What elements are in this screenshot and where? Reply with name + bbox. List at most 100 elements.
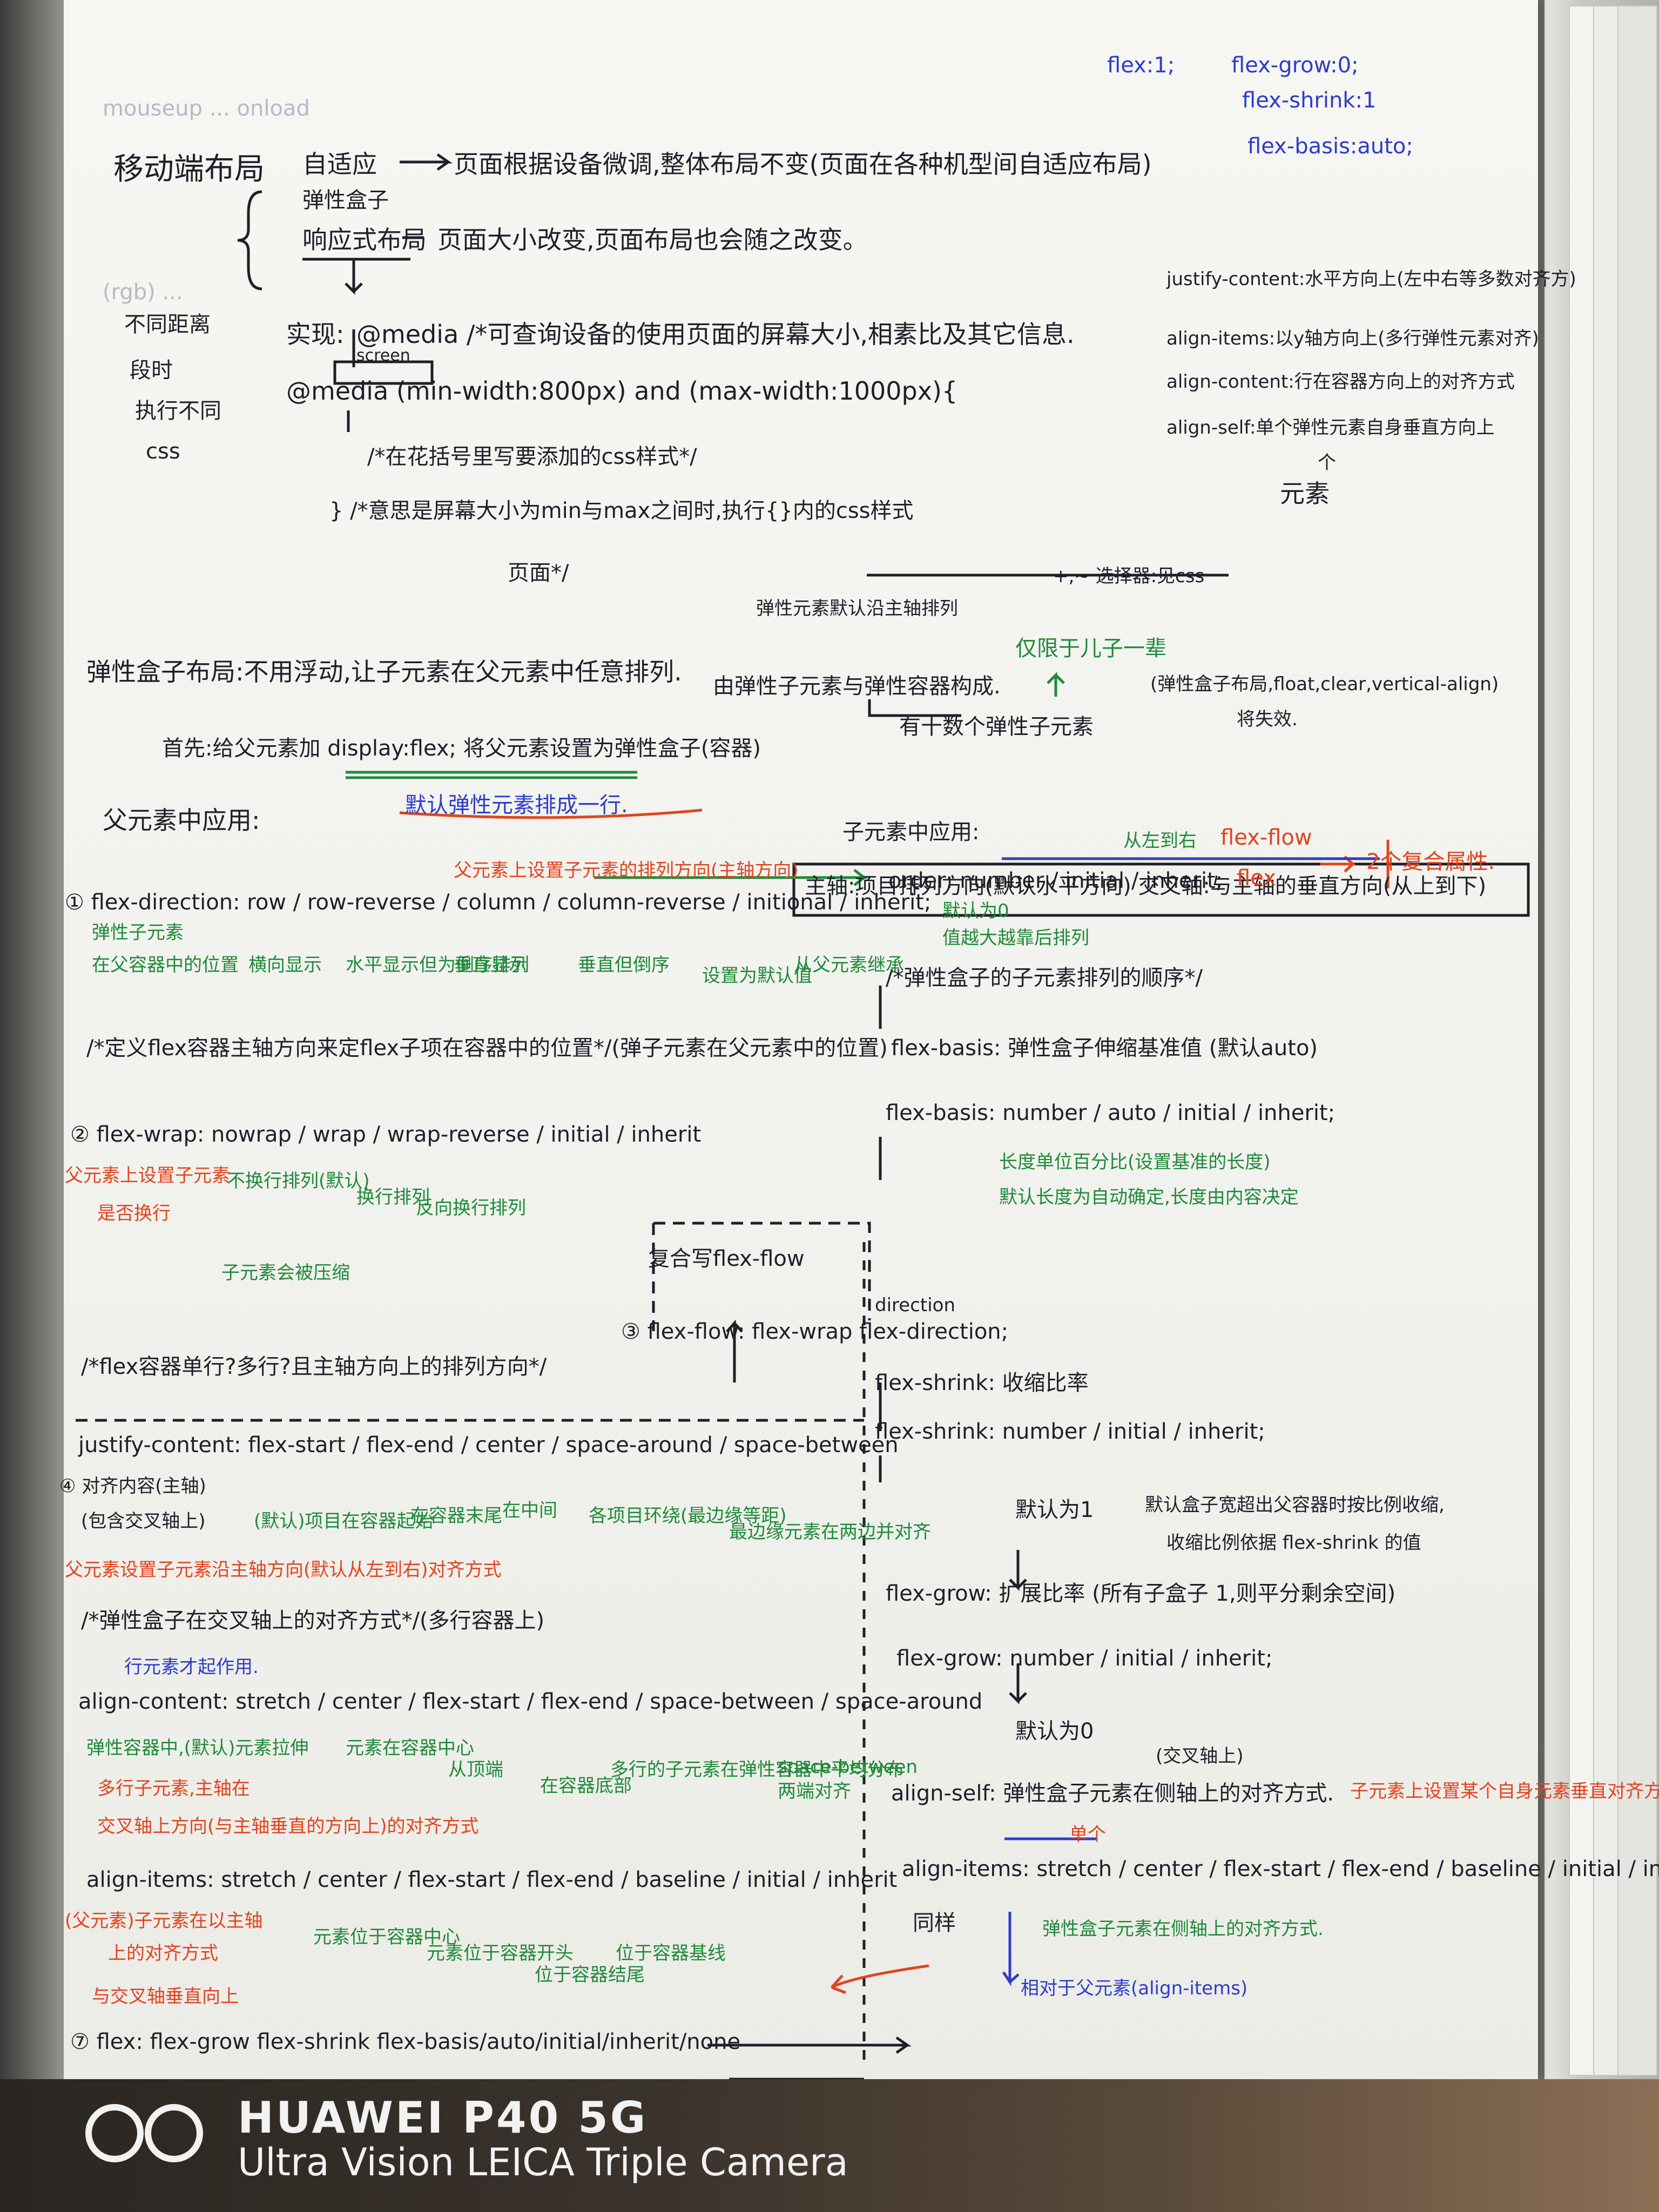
flow-shorthand: 复合写flex-flow: [648, 1246, 805, 1271]
align-content-comment: /*弹性盒子在交叉轴上的对齐方式*/(多行容器上): [81, 1608, 545, 1633]
align-self-rule: align-items: stretch / center / flex-sta…: [902, 1857, 1659, 1881]
grow-default: 默认为0: [1015, 1719, 1094, 1744]
selector-note: +,~ 选择器:见css: [1053, 565, 1205, 587]
item6-green: 元素位于容器开头: [427, 1943, 574, 1964]
item6-red: 与交叉轴垂直向上: [92, 1986, 239, 2007]
item5-green: 弹性容器中,(默认)元素拉伸: [86, 1737, 309, 1759]
justify-content-rule: justify-content: flex-start / flex-end /…: [78, 1433, 899, 1458]
shrink-note: 默认盒子宽超出父容器时按比例收缩,: [1145, 1494, 1445, 1516]
margin-note: 段时: [130, 358, 173, 383]
desk-floor: [0, 2079, 1659, 2212]
item1-green: 垂直但倒序: [578, 954, 670, 976]
media-query: @media (min-width:800px) and (max-width:…: [286, 376, 958, 406]
item6-green: 位于容器基线: [616, 1943, 726, 1964]
shrink-rule: flex-shrink: number / initial / inherit;: [875, 1419, 1265, 1444]
item4-green: 最边缘元素在两边并对齐: [729, 1521, 931, 1543]
item1-green: 垂直显示: [454, 954, 527, 976]
flex-invalid: 将失效.: [1237, 709, 1298, 730]
item1-green: 在父容器中的位置: [92, 954, 239, 976]
align-note: align-content:行在容器方向上的对齐方式: [1166, 371, 1515, 393]
mobile-item: 自适应: [302, 150, 377, 179]
basis-green: 长度单位百分比(设置基准的长度): [999, 1151, 1271, 1173]
flex-title: 弹性盒子布局:不用浮动,让子元素在父元素中任意排列.: [86, 657, 682, 686]
flex-compose: 由弹性子元素与弹性容器构成.: [713, 674, 1001, 699]
flex-shorthand-line: flex-shrink:1: [1242, 88, 1377, 113]
item4-green: (默认)项目在容器起始: [254, 1510, 434, 1532]
item5-green: 两端对齐: [778, 1781, 851, 1802]
flex-rule: ⑦ flex: flex-grow flex-shrink flex-basis…: [70, 2029, 741, 2054]
item4-green: 在容器末尾: [410, 1505, 502, 1527]
implement-label: 实现:: [286, 320, 345, 349]
align-note: align-self:单个弹性元素自身垂直方向上: [1166, 417, 1495, 439]
item6-red: 上的对齐方式: [108, 1943, 218, 1964]
align-self-green: 弹性盒子元素在侧轴上的对齐方式.: [1042, 1918, 1324, 1940]
shrink-default: 默认为1: [1015, 1498, 1094, 1522]
grow-title: flex-grow: 扩展比率 (所有子盒子 1,则平分剩余空间): [886, 1581, 1396, 1606]
leica-rings-icon: [85, 2104, 203, 2162]
item5-green: space-between: [778, 1756, 918, 1778]
child-apply: 子元素中应用:: [842, 820, 980, 845]
shrink-note: 收缩比例依据 flex-shrink 的值: [1166, 1532, 1421, 1554]
item2-green: 子元素会被压缩: [221, 1262, 350, 1284]
notebook-page: [64, 0, 1538, 2079]
flex-flow-tag: flex-flow: [1220, 825, 1312, 850]
align-note: 个: [1318, 452, 1336, 474]
flex-shorthand-line: flex-grow:0;: [1231, 53, 1359, 78]
align-self-blue: 相对于父元素(align-items): [1021, 1978, 1248, 1999]
two-props: 2个复合属性.: [1366, 849, 1495, 874]
align-note: align-items:以y轴方向上(多行弹性元素对齐): [1166, 328, 1539, 349]
item2-red: 父元素上设置子元素: [65, 1165, 230, 1186]
parent-apply: 父元素中应用:: [103, 806, 260, 835]
media-comment: 页面*/: [508, 561, 569, 585]
media-comment: } /*意思是屏幕大小为min与max之间时,执行{}内的css样式: [329, 498, 914, 523]
align-self-same: 同样: [913, 1911, 956, 1936]
flex-has-children: 有十数个弹性子元素: [899, 714, 1094, 739]
order-rule: order: number / initial / inherit;: [888, 868, 1223, 893]
item1-green: 设置为默认值: [702, 965, 812, 987]
default-single-row: 默认弹性元素排成一行.: [405, 793, 628, 818]
item5-green: 元素在容器中心: [346, 1737, 474, 1759]
item1-note-top: 父元素上设置子元素的排列方向(主轴方向): [454, 860, 799, 881]
from-left-note: 从左到右: [1123, 830, 1197, 852]
item6-green: 位于容器结尾: [535, 1964, 645, 1986]
flex-wrap-rule: ② flex-wrap: nowrap / wrap / wrap-revers…: [70, 1122, 702, 1147]
align-note: justify-content:水平方向上(左中右等多数对齐方): [1166, 268, 1576, 290]
margin-note: 执行不同: [135, 399, 221, 423]
item5-green: 在容器底部: [540, 1775, 632, 1797]
flex-flow-rule: ③ flex-flow: flex-wrap flex-direction;: [621, 1319, 1009, 1344]
align-content-note: 行元素才起作用.: [124, 1656, 259, 1678]
back-sheet: [1617, 5, 1657, 2076]
flex-invalid: (弹性盒子布局,float,clear,vertical-align): [1150, 673, 1499, 695]
main-axis-default: 弹性元素默认沿主轴排列: [756, 598, 958, 619]
shrink-title: flex-shrink: 收缩比率: [875, 1371, 1089, 1395]
item4-left: (包含交叉轴上): [81, 1510, 206, 1532]
adaptive-desc: 页面根据设备微调,整体布局不变(页面在各种机型间自适应布局): [454, 150, 1152, 179]
camera-watermark: HUAWEI P40 5G Ultra Vision LEICA Triple …: [81, 2093, 999, 2190]
responsive-desc: 页面大小改变,页面布局也会随之改变。: [437, 225, 868, 254]
align-items-rule: align-items: stretch / center / flex-sta…: [86, 1867, 898, 1892]
item4-green: 各项目环绕(最边缘等距): [589, 1505, 787, 1527]
axis-desc: 主轴:项目排列方向(默认水平方向) 交叉轴:与主轴的垂直方向(从上到下): [805, 874, 1487, 899]
item4-red: 父元素设置子元素沿主轴方向(默认从左到右)对齐方式: [65, 1559, 502, 1581]
margin-note: 不同距离: [124, 312, 211, 337]
screen-tag: screen: [356, 346, 410, 365]
justify-comment: /*flex容器单行?多行?且主轴方向上的排列方向*/: [81, 1354, 547, 1379]
order-comment: /*弹性盒子的子元素排列的顺序*/: [886, 966, 1203, 990]
align-content-rule: align-content: stretch / center / flex-s…: [78, 1689, 983, 1714]
item1-green: 从父元素继承: [794, 954, 904, 976]
media-comment: /*在花括号里写要添加的css样式*/: [367, 444, 697, 469]
cross-note: (交叉轴上): [1156, 1745, 1244, 1767]
align-note: 元素: [1280, 479, 1330, 508]
item1-green: 水平显示但为倒序排列: [346, 954, 529, 976]
flex-shorthand-line: flex-basis:auto;: [1247, 134, 1413, 159]
watermark-brand: HUAWEI P40 5G: [238, 2093, 648, 2143]
align-self-red: 子元素上设置某个自身元素垂直对齐方式: [1350, 1781, 1659, 1802]
media-rule: @media /*可查询设备的使用页面的屏幕大小,相素比及其它信息.: [356, 320, 1075, 349]
flow-direction-tag: direction: [875, 1294, 955, 1316]
mobile-item: 响应式布局: [302, 225, 427, 254]
basis-title: flex-basis: 弹性盒子伸缩基准值 (默认auto): [891, 1036, 1318, 1061]
margin-note: css: [146, 439, 180, 464]
mobile-layout-title: 移动端布局: [113, 152, 265, 187]
basis-green: 默认长度为自动确定,长度由内容决定: [999, 1186, 1299, 1208]
